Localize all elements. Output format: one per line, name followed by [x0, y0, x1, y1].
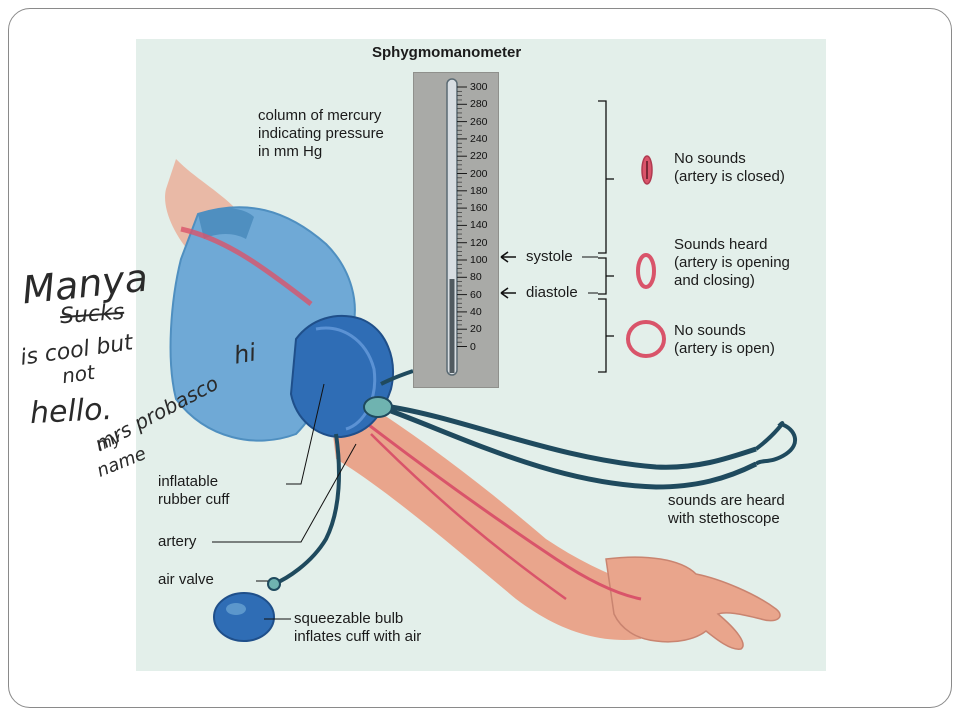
artery-open-icon	[626, 320, 666, 358]
gauge-tube	[380, 369, 414, 386]
gauge-tick-label: 80	[470, 271, 482, 284]
gauge-tick-label: 160	[470, 202, 488, 215]
diastole-arrow	[500, 287, 516, 299]
cuff-fold	[315, 326, 377, 431]
shoulder	[165, 159, 236, 259]
hand	[605, 556, 781, 650]
handwriting-hello: hello.	[29, 391, 113, 432]
gauge-tick-label: 280	[470, 98, 488, 111]
cuff-leader	[286, 383, 325, 485]
gauge-tick-label: 60	[470, 288, 482, 301]
gauge-tick-label: 40	[470, 305, 482, 318]
diastole-label: diastole	[526, 284, 578, 301]
state-closed-label: No sounds (artery is closed)	[674, 150, 785, 185]
systole-arrow	[500, 251, 516, 263]
artery-opening-icon	[636, 253, 656, 289]
upper-artery	[180, 226, 313, 306]
state-opening-label: Sounds heard (artery is opening and clos…	[674, 236, 790, 289]
stethoscope-chestpiece	[363, 396, 393, 418]
sleeve-cuff	[198, 208, 254, 239]
state-open-label: No sounds (artery is open)	[674, 322, 775, 357]
artery-label: artery	[158, 533, 197, 550]
gauge-tick-label: 220	[470, 150, 488, 163]
stethoscope-tube-2	[390, 408, 758, 490]
diagram-illustration	[165, 100, 797, 650]
bulb-highlight	[226, 603, 246, 615]
bracket-open-close	[598, 257, 607, 295]
air-valve-label: air valve	[158, 571, 214, 588]
gauge-tick-label: 260	[470, 115, 488, 128]
bracket-closed	[598, 100, 607, 254]
gauge-column	[446, 78, 467, 376]
bracket-open	[598, 298, 607, 373]
cuff-label: inflatable rubber cuff	[158, 473, 230, 508]
gauge-tick-label: 300	[470, 81, 488, 93]
gauge-tick-label: 180	[470, 184, 488, 197]
systole-label: systole	[526, 248, 573, 265]
diagram-title: Sphygmomanometer	[372, 44, 522, 61]
bulb-tube	[273, 433, 341, 586]
gauge-tick-label: 200	[470, 167, 488, 180]
forearm-artery	[360, 417, 642, 601]
gauge-tick-label: 100	[470, 254, 488, 266]
air-valve	[267, 577, 281, 591]
bulb-label: squeezable bulb inflates cuff with air	[294, 610, 422, 645]
forearm-artery-branch	[370, 433, 567, 601]
artery-leader	[212, 443, 357, 543]
handwriting-sucks: Sucks	[59, 299, 126, 330]
gauge-tick-label: 0	[470, 340, 476, 353]
mercury-column-label: column of mercury indicating pressure in…	[258, 107, 384, 160]
handwriting-not: not	[60, 359, 97, 389]
gauge-tick-label: 120	[470, 236, 488, 249]
stethoscope-earpieces	[754, 421, 797, 466]
gauge-tick-label: 20	[470, 323, 482, 336]
gauge-tick-label: 240	[470, 132, 488, 145]
gauge-tick-label: 140	[470, 219, 488, 232]
handwriting-hi: hi	[231, 338, 259, 370]
squeezable-bulb	[213, 592, 275, 642]
stethoscope-tube-1	[390, 404, 757, 470]
gauge-ticks	[457, 86, 467, 347]
stethoscope-label: sounds are heard with stethoscope	[668, 492, 785, 527]
